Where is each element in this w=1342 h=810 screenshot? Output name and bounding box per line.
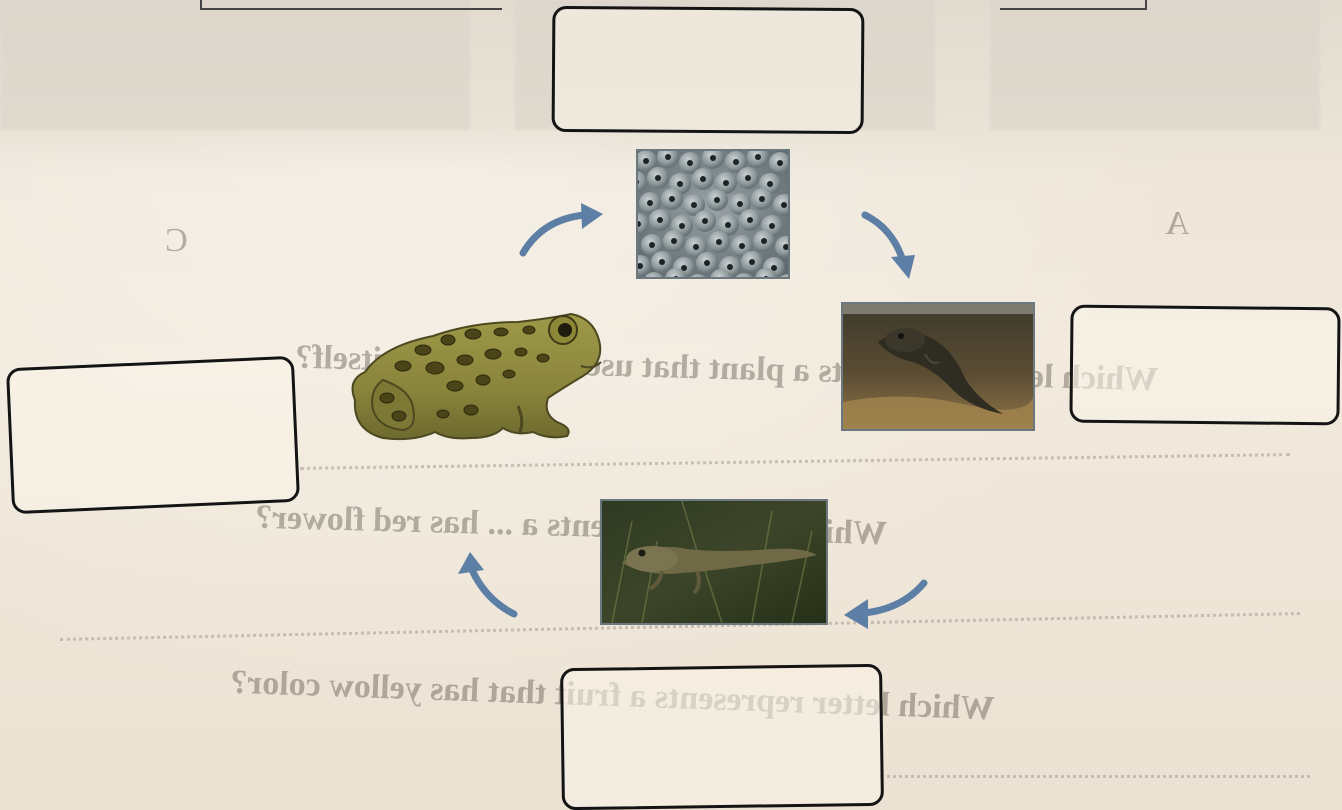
adult-frog-icon [343, 310, 605, 450]
faded-photo-right [990, 0, 1320, 130]
froglet-photo [600, 499, 828, 625]
answer-box-right[interactable] [1069, 305, 1340, 426]
arrow-tadpole-to-froglet-icon [838, 575, 933, 635]
arrow-frog-to-eggs-icon [515, 195, 610, 260]
answer-box-top[interactable] [552, 6, 865, 134]
faded-photo-left [0, 0, 470, 130]
arrow-eggs-to-tadpole-icon [855, 205, 925, 285]
bleed-letter-c: C [165, 222, 188, 260]
top-frame-left [200, 0, 502, 10]
bleed-letter-a: A [1165, 205, 1190, 243]
answer-line-3 [880, 775, 1310, 778]
arrow-froglet-to-frog-icon [450, 548, 525, 623]
froglet-icon [602, 501, 826, 623]
frog-eggs-photo [636, 149, 790, 279]
answer-box-left[interactable] [6, 356, 300, 514]
answer-line-1 [300, 453, 1290, 470]
top-frame-right [1000, 0, 1147, 10]
adult-frog-photo [343, 310, 605, 450]
tadpole-icon [843, 304, 1033, 429]
frog-eggs-icon [638, 151, 788, 277]
answer-box-bottom[interactable] [560, 664, 884, 810]
tadpole-photo [841, 302, 1035, 431]
